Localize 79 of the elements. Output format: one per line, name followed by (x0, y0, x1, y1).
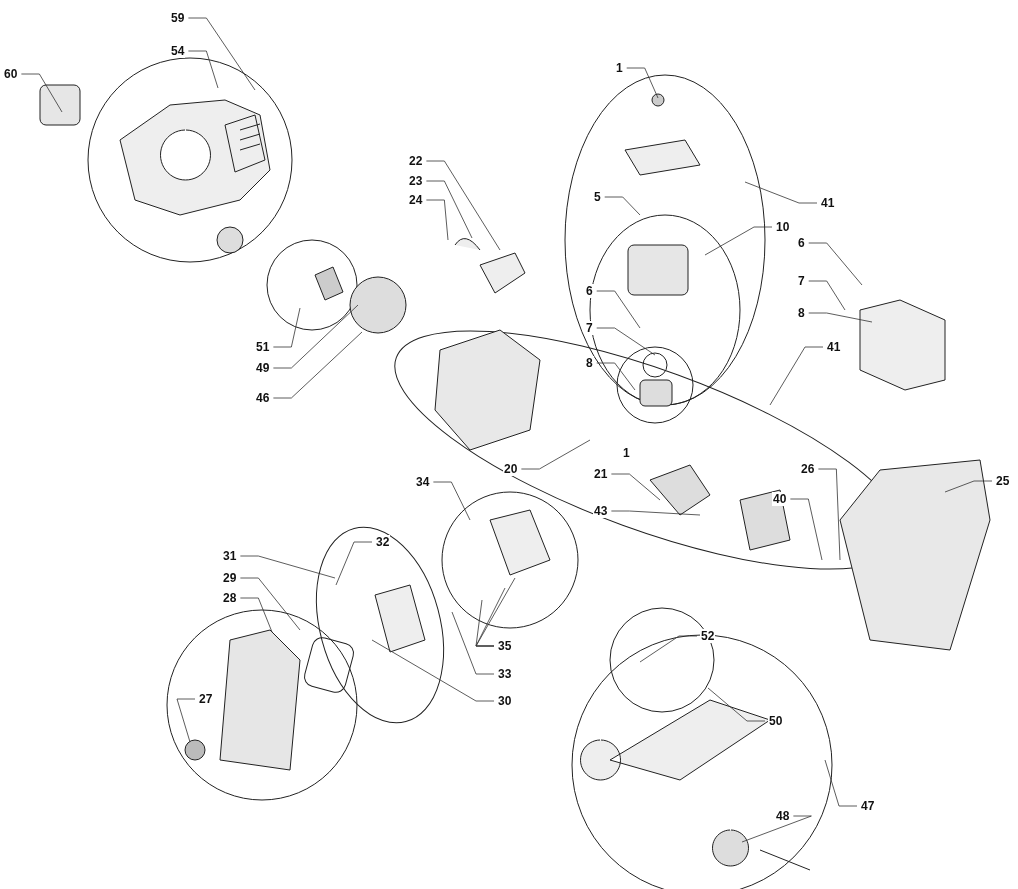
leader-line (272, 307, 301, 348)
callout-number: 7 (797, 274, 806, 288)
leader-line (769, 346, 824, 406)
leader-line (239, 555, 336, 579)
callout-number: 30 (497, 694, 513, 708)
leader-line (610, 510, 701, 516)
callout-number: 23 (408, 174, 424, 188)
leader-line (789, 498, 823, 561)
callout-number: 5 (593, 190, 602, 204)
callout-number: 47 (860, 799, 876, 813)
leader-line (808, 242, 863, 286)
callout-number: 24 (408, 193, 424, 207)
leader-line (475, 577, 516, 647)
callout-number: 26 (800, 462, 816, 476)
callout-number: 40 (772, 492, 788, 506)
callout-number: 59 (170, 11, 186, 25)
leader-line (704, 226, 773, 256)
leader-line (425, 180, 473, 239)
callout-number: 48 (775, 809, 791, 823)
callout-number: 54 (170, 44, 186, 58)
callout-number: 43 (593, 504, 609, 518)
leader-line (639, 635, 698, 663)
callout-number: 22 (408, 154, 424, 168)
callout-number: 10 (775, 220, 791, 234)
callout-number: 7 (585, 321, 594, 335)
leader-line (371, 639, 495, 702)
leader-line (272, 331, 363, 399)
callout-number: 28 (222, 591, 238, 605)
leader-line (944, 480, 993, 493)
leader-line (432, 481, 471, 521)
callout-number: 41 (820, 196, 836, 210)
leader-line (741, 815, 812, 843)
leader-line (187, 17, 256, 91)
callout-number: 29 (222, 571, 238, 585)
callout-number: 25 (995, 474, 1011, 488)
callout-number: 20 (503, 462, 519, 476)
callout-number: 27 (198, 692, 214, 706)
leader-line (520, 439, 591, 470)
callout-number: 51 (255, 340, 271, 354)
leader-line (744, 181, 818, 204)
callout-number: 50 (768, 714, 784, 728)
leader-line (272, 304, 359, 369)
leader-line (239, 597, 273, 633)
callout-number: 6 (585, 284, 594, 298)
leader-line (335, 541, 373, 586)
leader-line (610, 473, 661, 501)
callout-number: 49 (255, 361, 271, 375)
callout-number: 34 (415, 475, 431, 489)
leader-line (596, 290, 641, 329)
callout-number: 52 (700, 629, 716, 643)
leader-line (176, 698, 196, 743)
callout-number: 35 (497, 639, 513, 653)
leader-line (824, 759, 858, 807)
leader-line (596, 362, 636, 391)
leader-line (425, 160, 501, 251)
leader-line (239, 577, 301, 631)
leader-line (707, 687, 766, 722)
callout-number: 8 (797, 306, 806, 320)
callout-number: 1 (622, 446, 631, 460)
callout-number: 60 (3, 67, 19, 81)
callout-number: 46 (255, 391, 271, 405)
leader-line (596, 327, 656, 356)
leader-line (817, 468, 841, 561)
callout-number: 8 (585, 356, 594, 370)
callout-number: 21 (593, 467, 609, 481)
leader-line (451, 611, 495, 675)
leader-line (425, 199, 449, 241)
callout-number: 41 (826, 340, 842, 354)
callout-number: 32 (375, 535, 391, 549)
leader-line (808, 280, 846, 311)
callout-number: 33 (497, 667, 513, 681)
leader-line (626, 67, 659, 99)
leader-line (808, 312, 873, 323)
leader-line (20, 73, 63, 113)
callout-number: 1 (615, 61, 624, 75)
leader-line (187, 50, 219, 89)
leader-line (604, 196, 641, 216)
callout-number: 6 (797, 236, 806, 250)
callout-number: 31 (222, 549, 238, 563)
